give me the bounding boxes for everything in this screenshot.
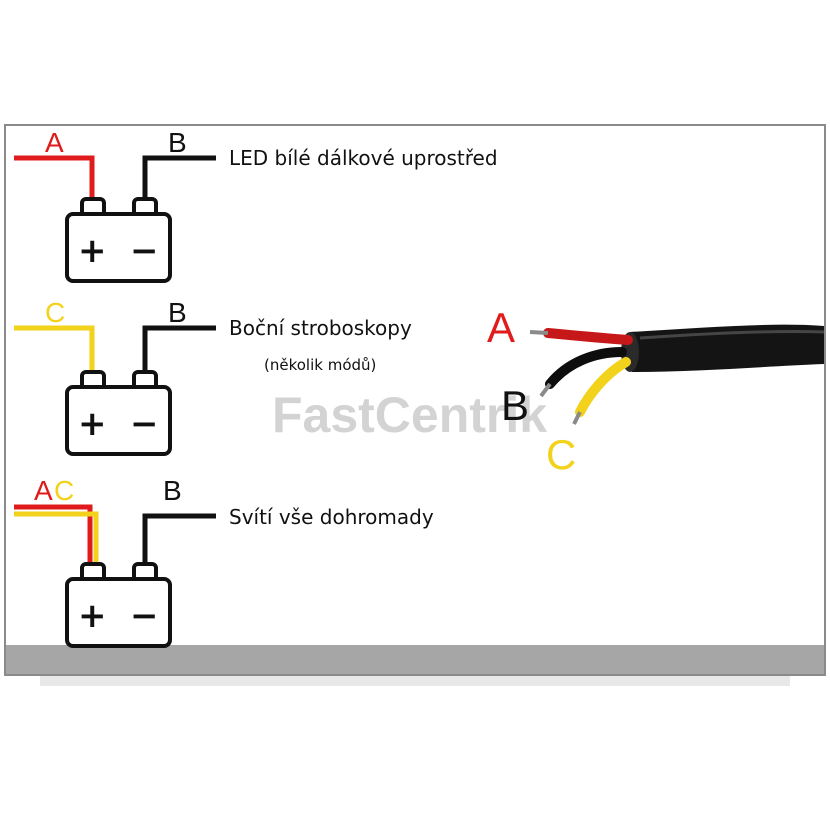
letter-a: A xyxy=(45,127,64,158)
cable-illustration: A B C xyxy=(487,304,825,478)
bottom-bar xyxy=(6,645,824,674)
battery-icon xyxy=(65,197,172,283)
diagram-1: A B + − LED bílé dálkové uprostřed xyxy=(14,127,498,283)
wire-c xyxy=(14,511,99,565)
wire-a-red xyxy=(543,328,633,345)
minus-sign: − xyxy=(130,596,159,636)
letter-c: C xyxy=(45,297,65,328)
letter-a: A xyxy=(34,475,53,506)
battery-icon xyxy=(65,562,172,648)
letter-b: B xyxy=(163,475,182,506)
battery-icon xyxy=(65,370,172,456)
wire-b-tip xyxy=(539,382,552,398)
cable-label-b: B xyxy=(501,382,529,429)
wire-b xyxy=(142,325,216,373)
wire-b-black xyxy=(545,347,627,389)
diagram-label: LED bílé dálkové uprostřed xyxy=(229,146,498,170)
wire-c-tip xyxy=(572,411,582,425)
plus-sign: + xyxy=(78,404,107,444)
cable-label-a: A xyxy=(487,304,515,351)
bottom-shadow xyxy=(40,676,790,686)
watermark-text: FastCentrik xyxy=(272,387,547,443)
diagram-3: A C B + − Svítí vše dohromady xyxy=(14,475,434,648)
diagram-2: C B + − Boční stroboskopy (několik módů) xyxy=(14,297,412,456)
minus-sign: − xyxy=(130,404,159,444)
cable-highlight xyxy=(639,329,825,340)
wire-c xyxy=(14,325,95,373)
letter-b: B xyxy=(168,127,187,158)
plus-sign: + xyxy=(78,231,107,271)
wire-b xyxy=(142,513,216,565)
wire-a-tip xyxy=(529,330,549,335)
plus-sign: + xyxy=(78,596,107,636)
letter-c: C xyxy=(54,475,74,506)
wire-a xyxy=(14,504,93,565)
diagram-label: Svítí vše dohromady xyxy=(229,505,434,529)
letter-b: B xyxy=(168,297,187,328)
wire-a xyxy=(14,155,95,200)
diagram-label: Boční stroboskopy xyxy=(229,316,412,340)
cable-label-c: C xyxy=(546,431,576,478)
wire-b xyxy=(142,155,216,200)
diagram-sublabel: (několik módů) xyxy=(264,356,376,374)
wire-c-yellow xyxy=(575,357,631,417)
minus-sign: − xyxy=(130,231,159,271)
